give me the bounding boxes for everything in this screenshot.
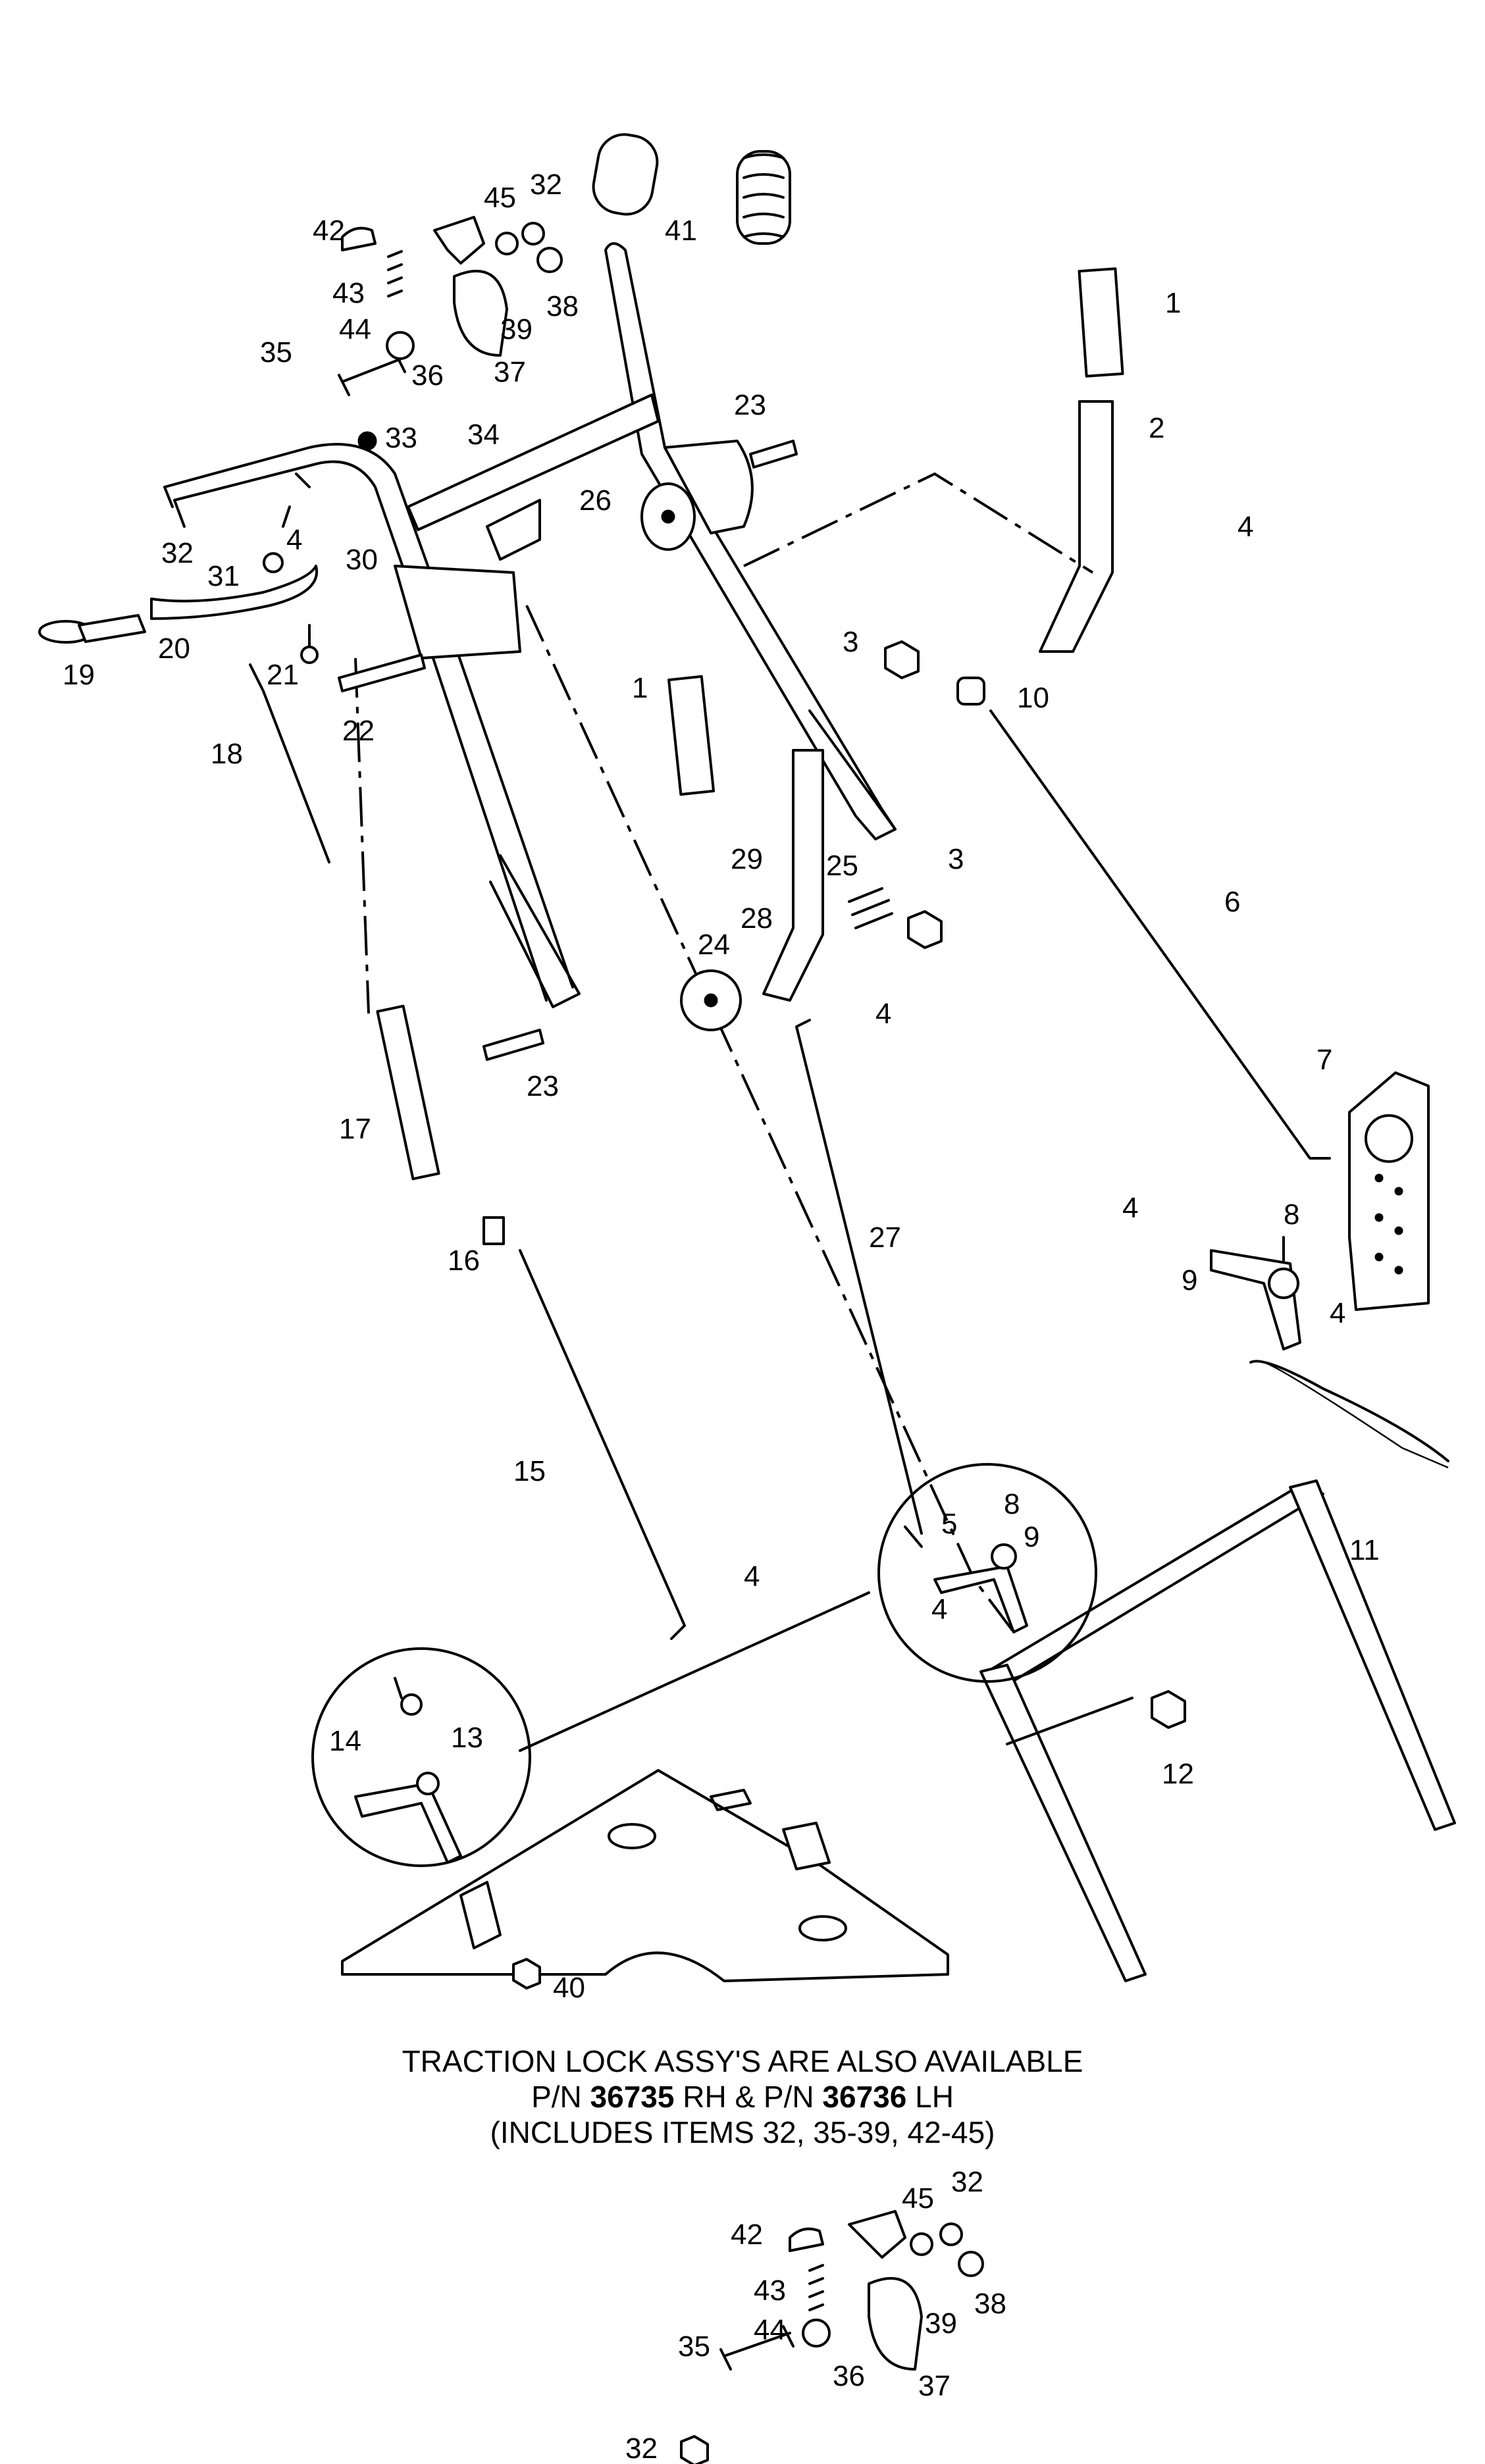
callout-9: 9 [1182,1264,1197,1296]
callout-27: 27 [869,1221,901,1254]
callout-17: 17 [339,1113,371,1145]
bolts [338,431,798,1061]
left-handle [163,443,581,1008]
traction-lock-note: TRACTION LOCK ASSY'S ARE ALSO AVAILABLE … [0,2043,1485,2150]
callout-43: 43 [332,277,365,309]
callout-40: 40 [553,1972,585,2004]
callout-44: 44 [339,313,371,346]
callout-4: 4 [875,998,891,1030]
callout-32: 32 [625,2432,658,2464]
callout-37: 37 [494,356,526,388]
callout-10: 10 [1017,682,1049,714]
callout-3: 3 [843,626,858,658]
part-number-rh: 36735 [590,2080,675,2114]
callout-41: 41 [665,215,697,247]
note-line-3: (INCLUDES ITEMS 32, 35-39, 42-45) [490,2115,995,2149]
callout-30: 30 [346,544,378,576]
callout-12: 12 [1162,1758,1194,1790]
callout-16: 16 [448,1245,480,1277]
callout-42: 42 [731,2219,763,2251]
callout-4: 4 [931,1593,947,1626]
callout-43: 43 [754,2274,786,2307]
callout-44: 44 [754,2314,786,2346]
callout-31: 31 [207,560,240,592]
callout-39: 39 [500,313,533,346]
callout-28: 28 [741,902,773,935]
callout-35: 35 [678,2330,710,2363]
rod-parts [376,1004,505,1245]
callout-36: 36 [411,359,444,392]
right-handle [604,242,897,840]
callout-32: 32 [951,2166,983,2198]
deck-plate [341,1769,949,1989]
callout-1: 1 [632,672,648,704]
note-line-1: TRACTION LOCK ASSY'S ARE ALSO AVAILABLE [402,2044,1083,2078]
part-number-lh: 36736 [822,2080,907,2114]
callout-23: 23 [734,389,766,421]
callout-23: 23 [527,1070,559,1102]
lever-plates [667,267,1124,1002]
callout-4: 4 [744,1560,760,1593]
callout-3: 3 [948,843,964,875]
callout-18: 18 [211,738,243,770]
callout-4: 4 [1238,511,1253,543]
traction-lock-assembly [680,2210,984,2464]
callout-26: 26 [579,484,612,517]
callout-7: 7 [1316,1044,1332,1076]
callout-11: 11 [1349,1534,1380,1566]
callout-37: 37 [918,2370,951,2402]
callout-4: 4 [1122,1192,1138,1224]
detail-circles [311,1463,1097,1867]
callout-32: 32 [530,168,562,201]
callout-24: 24 [698,929,730,961]
traction-lock-upper [282,216,563,528]
callout-8: 8 [1004,1488,1020,1520]
callout-13: 13 [451,1722,483,1754]
lock-lever [38,552,319,664]
rods [249,663,1449,1640]
callout-34: 34 [467,419,500,451]
frame [979,1479,1456,1982]
callout-36: 36 [833,2360,865,2392]
callout-1: 1 [1165,287,1181,319]
cross-bar [407,394,660,561]
callout-20: 20 [158,632,190,665]
washers [640,482,985,1031]
note-line-2: P/N 36735 RH & P/N 36736 LH [531,2080,954,2114]
callout-14: 14 [329,1725,361,1757]
right-plate [1210,1071,1430,1350]
callout-9: 9 [1024,1521,1039,1553]
callout-25: 25 [826,850,858,882]
callout-15: 15 [513,1455,546,1487]
callout-22: 22 [342,715,375,747]
callout-45: 45 [902,2182,934,2215]
callout-labels: 1 1 2 3 3 4 4 4 4 4 4 4 5 6 7 8 8 9 9 10… [63,168,1380,2464]
callout-38: 38 [974,2288,1006,2320]
guide-lines [354,472,1094,1633]
callout-21: 21 [267,659,299,691]
callout-33: 33 [385,422,417,454]
callout-39: 39 [925,2307,957,2340]
callout-38: 38 [546,290,579,322]
callout-29: 29 [731,843,763,875]
callout-6: 6 [1224,886,1240,918]
callout-4: 4 [1330,1297,1345,1329]
callout-35: 35 [260,336,292,369]
callout-5: 5 [941,1508,957,1540]
callout-8: 8 [1284,1198,1299,1231]
callout-45: 45 [484,182,516,214]
callout-4: 4 [286,524,302,556]
grips [592,133,791,245]
callout-32: 32 [161,537,194,569]
callout-19: 19 [63,659,95,691]
callout-42: 42 [313,215,345,247]
callout-2: 2 [1149,412,1164,444]
